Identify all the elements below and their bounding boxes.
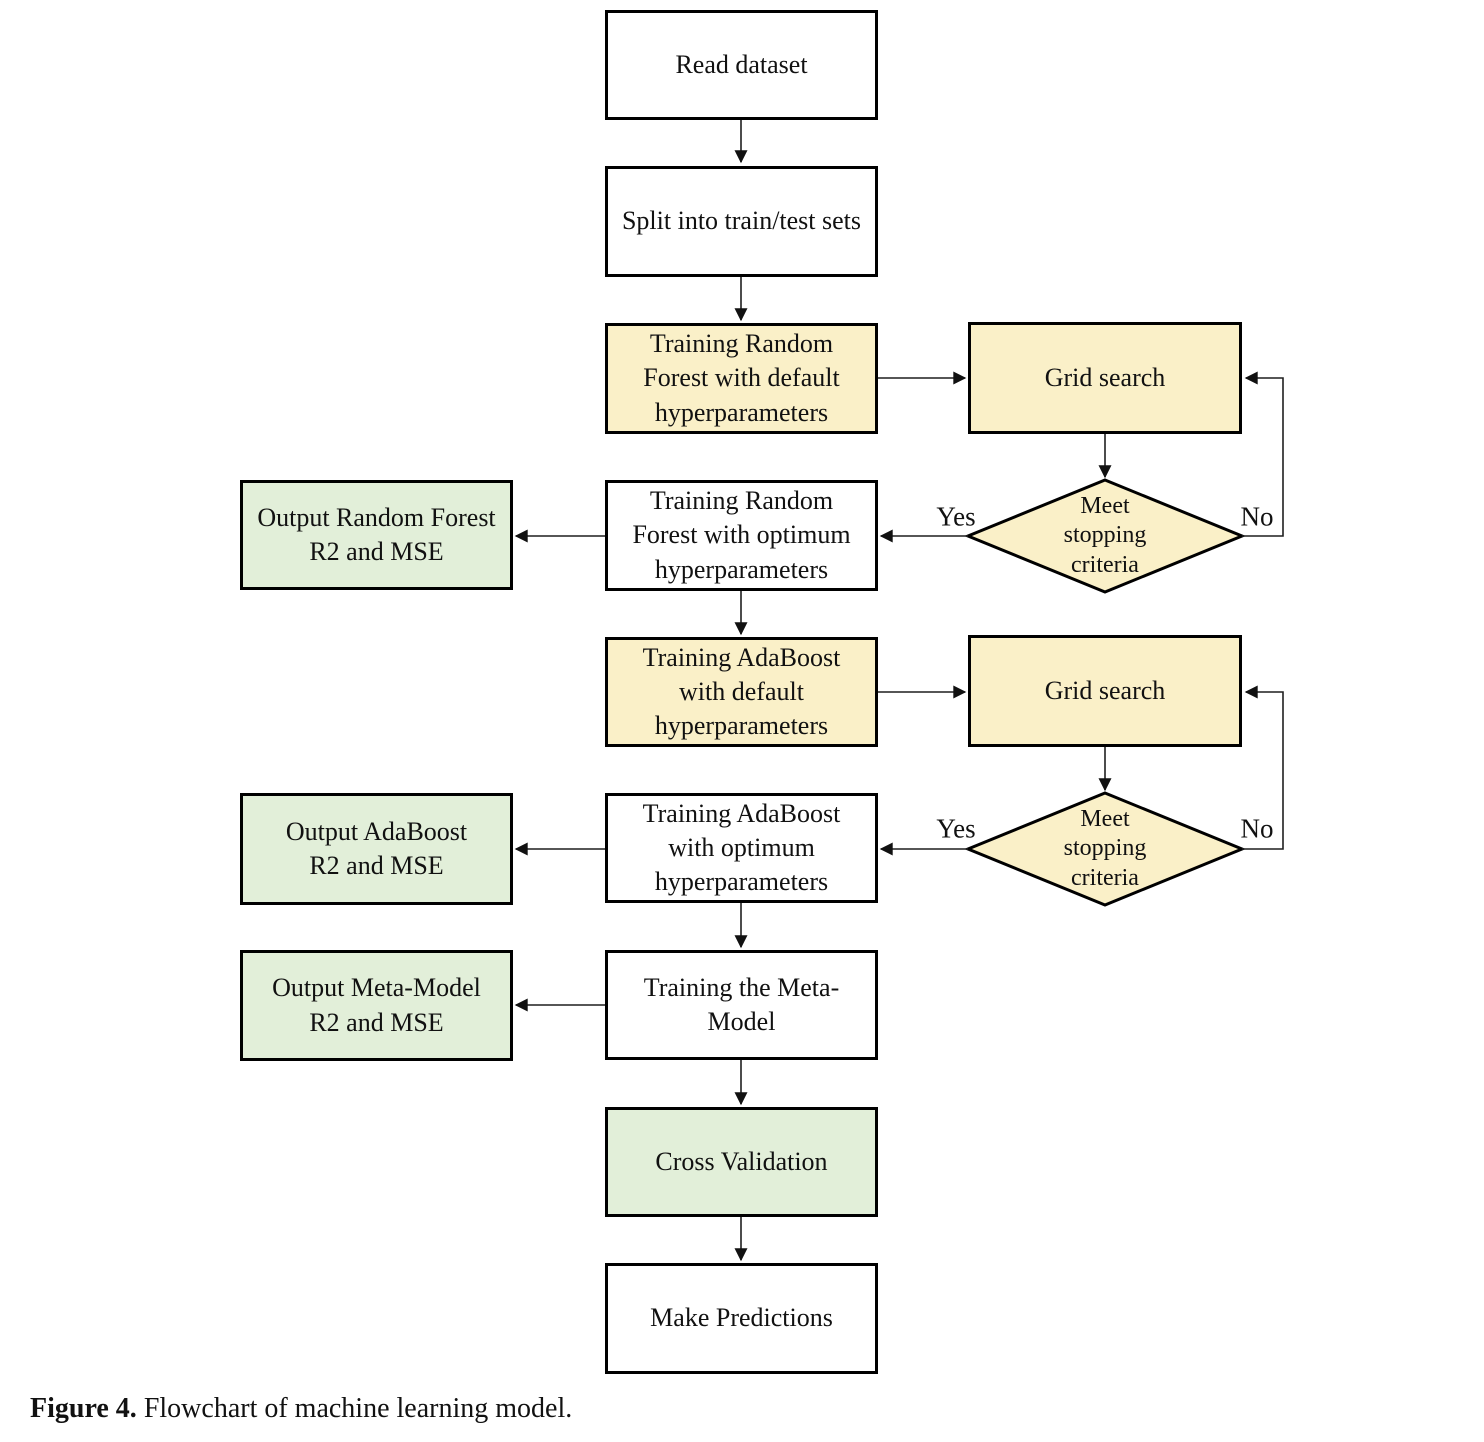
node-training-ada-optimum: Training AdaBoost with optimum hyperpara…	[605, 793, 878, 903]
node-grid-search-rf: Grid search	[968, 322, 1242, 434]
node-output-meta-model: Output Meta-Model R2 and MSE	[240, 950, 513, 1061]
node-read-dataset: Read dataset	[605, 10, 878, 120]
edge-label-no-ada: No	[1240, 813, 1274, 844]
decision-diamond-rf	[964, 478, 1246, 594]
node-training-ada-default: Training AdaBoost with default hyperpara…	[605, 637, 878, 747]
figure-caption-number: Figure 4.	[30, 1393, 137, 1424]
decision-diamond-ada	[964, 791, 1246, 907]
node-make-predictions: Make Predictions	[605, 1263, 878, 1374]
node-output-ada: Output AdaBoost R2 and MSE	[240, 793, 513, 905]
edge-label-yes-ada: Yes	[936, 813, 976, 844]
decision-ada-label: Meet stopping criteria	[1063, 806, 1147, 891]
node-training-rf-optimum: Training Random Forest with optimum hype…	[605, 480, 878, 591]
node-split-train-test: Split into train/test sets	[605, 166, 878, 277]
node-training-meta-model: Training the Meta- Model	[605, 950, 878, 1060]
node-output-rf: Output Random Forest R2 and MSE	[240, 480, 513, 590]
arrow-decision-rf-no-to-grid-search	[1242, 371, 1284, 537]
figure-caption: Figure 4. Flowchart of machine learning …	[30, 1393, 572, 1425]
node-cross-validation: Cross Validation	[605, 1107, 878, 1217]
node-training-rf-default: Training Random Forest with default hype…	[605, 323, 878, 434]
decision-rf-label: Meet stopping criteria	[1063, 493, 1147, 578]
edge-label-no-rf: No	[1240, 501, 1274, 532]
arrow-decision-ada-no-to-grid-search	[1242, 685, 1284, 850]
node-grid-search-ada: Grid search	[968, 635, 1242, 747]
edge-label-yes-rf: Yes	[936, 501, 976, 532]
figure-caption-text: Flowchart of machine learning model.	[136, 1393, 573, 1424]
